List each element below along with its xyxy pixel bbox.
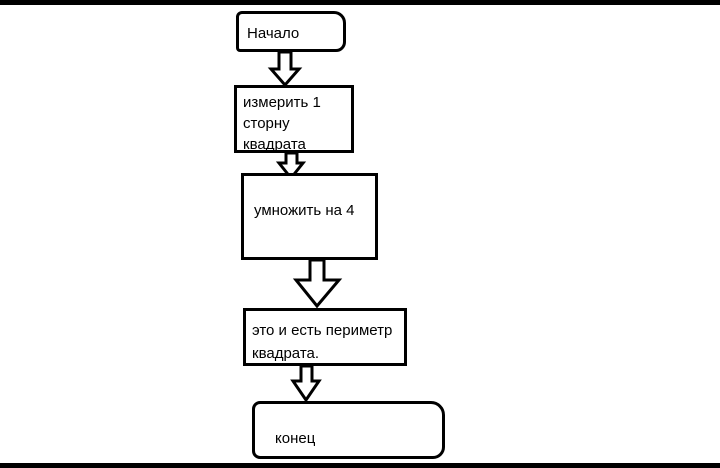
result-node-label: это и есть периметр квадрата. <box>252 322 393 362</box>
start-node-label: Начало <box>247 25 300 42</box>
arrow-measure-to-multiply <box>275 151 307 181</box>
arrow-result-to-end <box>290 364 322 403</box>
arrow-start-to-measure <box>267 50 303 88</box>
measure-side-node-label: измерить 1 сторну квадрата <box>243 94 321 153</box>
start-node: Начало <box>236 11 346 52</box>
end-node-label: конец <box>275 430 316 447</box>
end-node: конец <box>252 401 445 459</box>
measure-side-node: измерить 1 сторну квадрата <box>234 85 354 153</box>
result-node: это и есть периметр квадрата. <box>243 308 407 366</box>
multiply-node-label: умножить на 4 <box>254 202 355 219</box>
arrow-multiply-to-result <box>292 258 343 309</box>
multiply-node: умножить на 4 <box>241 173 378 260</box>
